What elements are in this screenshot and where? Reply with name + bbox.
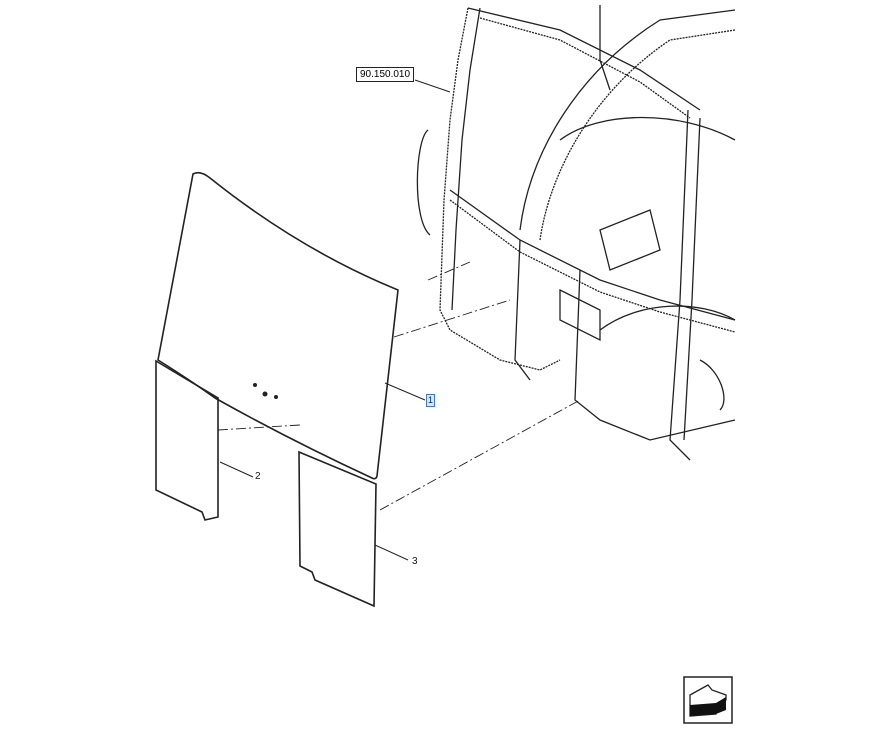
lower-panel-left (155, 359, 219, 521)
lower-panel-right (298, 450, 377, 608)
callout-1[interactable]: 1 (426, 394, 435, 407)
leader-lines (219, 79, 451, 561)
callout-3[interactable]: 3 (412, 556, 418, 567)
rear-window-glass (157, 171, 399, 480)
cab-frame (416, 5, 736, 461)
reference-label[interactable]: 90.150.010 (356, 67, 415, 82)
view-direction-arrow-icon (683, 676, 733, 724)
callout-2[interactable]: 2 (255, 471, 261, 482)
assembly-lines (217, 261, 581, 511)
glass-holes (253, 383, 278, 399)
